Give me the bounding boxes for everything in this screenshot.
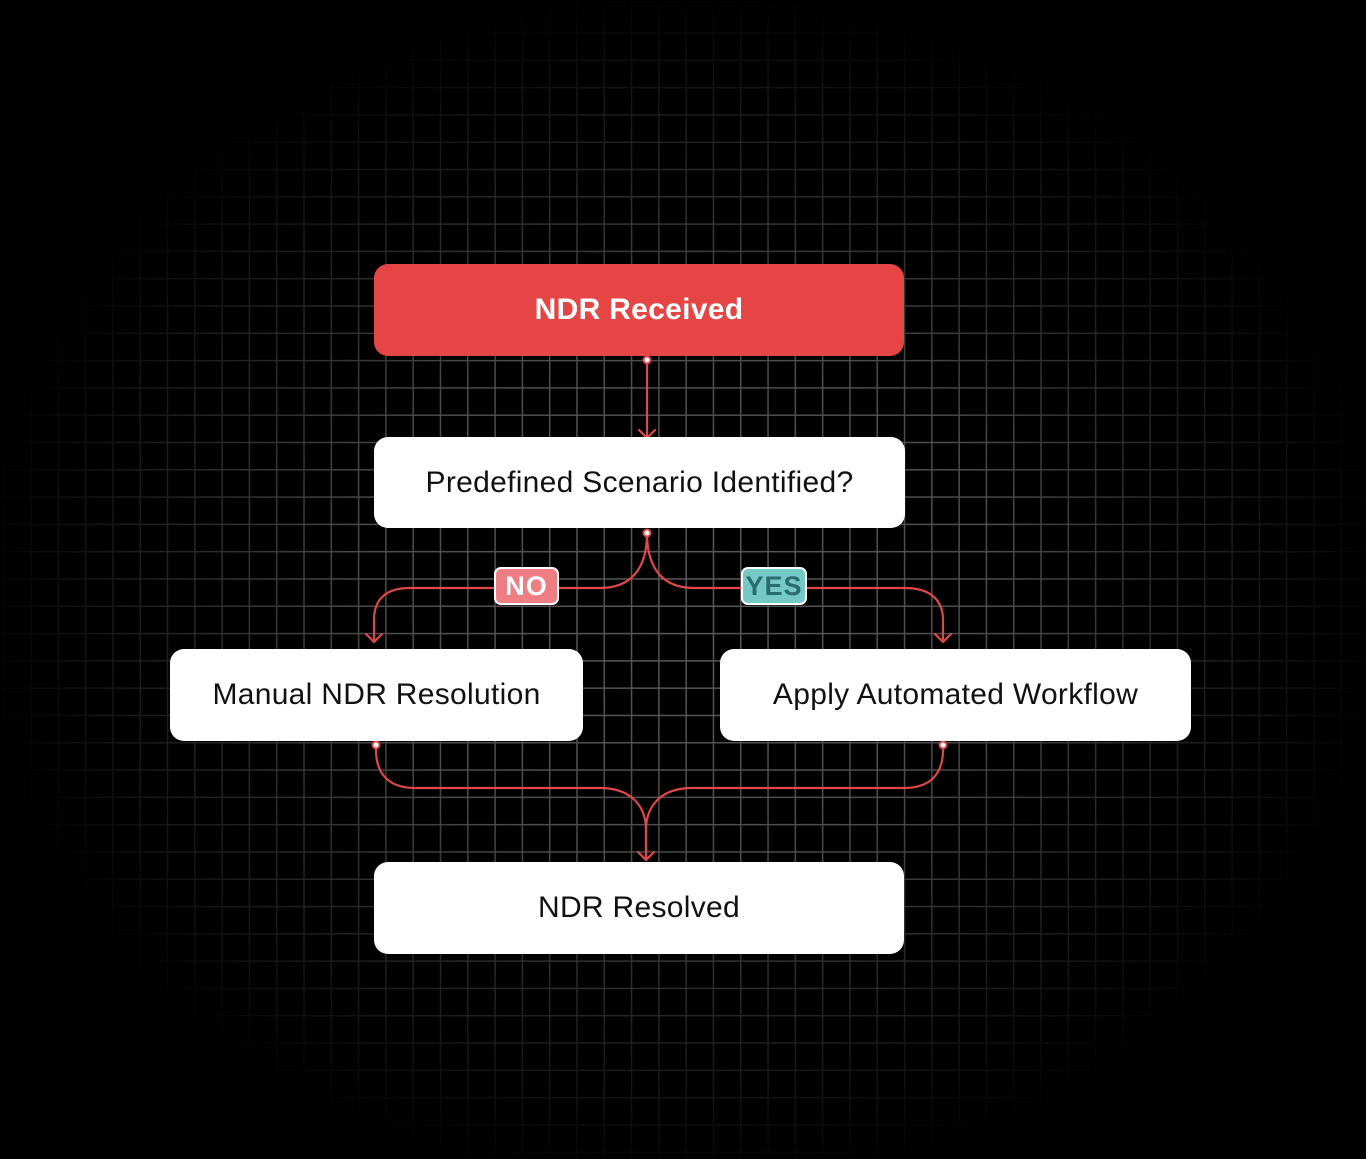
connector-decision-to-automated (645, 531, 945, 644)
port-manual-bottom (371, 740, 381, 750)
node-ndr-received-label: NDR Received (534, 293, 744, 326)
branch-yes-label: YES (745, 570, 803, 601)
branch-no-label: NO (505, 570, 548, 601)
node-decision-label: Predefined Scenario Identified? (425, 465, 854, 499)
arrowhead-end (636, 850, 656, 862)
connector-decision-to-manual (372, 531, 649, 644)
node-manual-ndr-resolution: Manual NDR Resolution (170, 649, 583, 741)
node-ndr-resolved-label: NDR Resolved (538, 891, 740, 924)
node-automated-label: Apply Automated Workflow (772, 678, 1139, 711)
arrowhead-manual (364, 632, 384, 644)
node-manual-label: Manual NDR Resolution (212, 678, 541, 711)
port-start-bottom (642, 355, 652, 365)
node-apply-automated-workflow: Apply Automated Workflow (720, 649, 1191, 741)
node-ndr-resolved: NDR Resolved (374, 862, 904, 954)
arrowhead-automated (933, 632, 953, 644)
branch-yes-badge: YES (741, 567, 807, 605)
port-decision-bottom (642, 528, 652, 538)
port-automated-bottom (938, 740, 948, 750)
connector-automated-to-end (644, 743, 945, 862)
node-ndr-received: NDR Received (374, 264, 904, 356)
connector-manual-to-end (374, 743, 648, 862)
branch-no-badge: NO (494, 567, 559, 605)
node-predefined-scenario-decision: Predefined Scenario Identified? (374, 437, 905, 528)
